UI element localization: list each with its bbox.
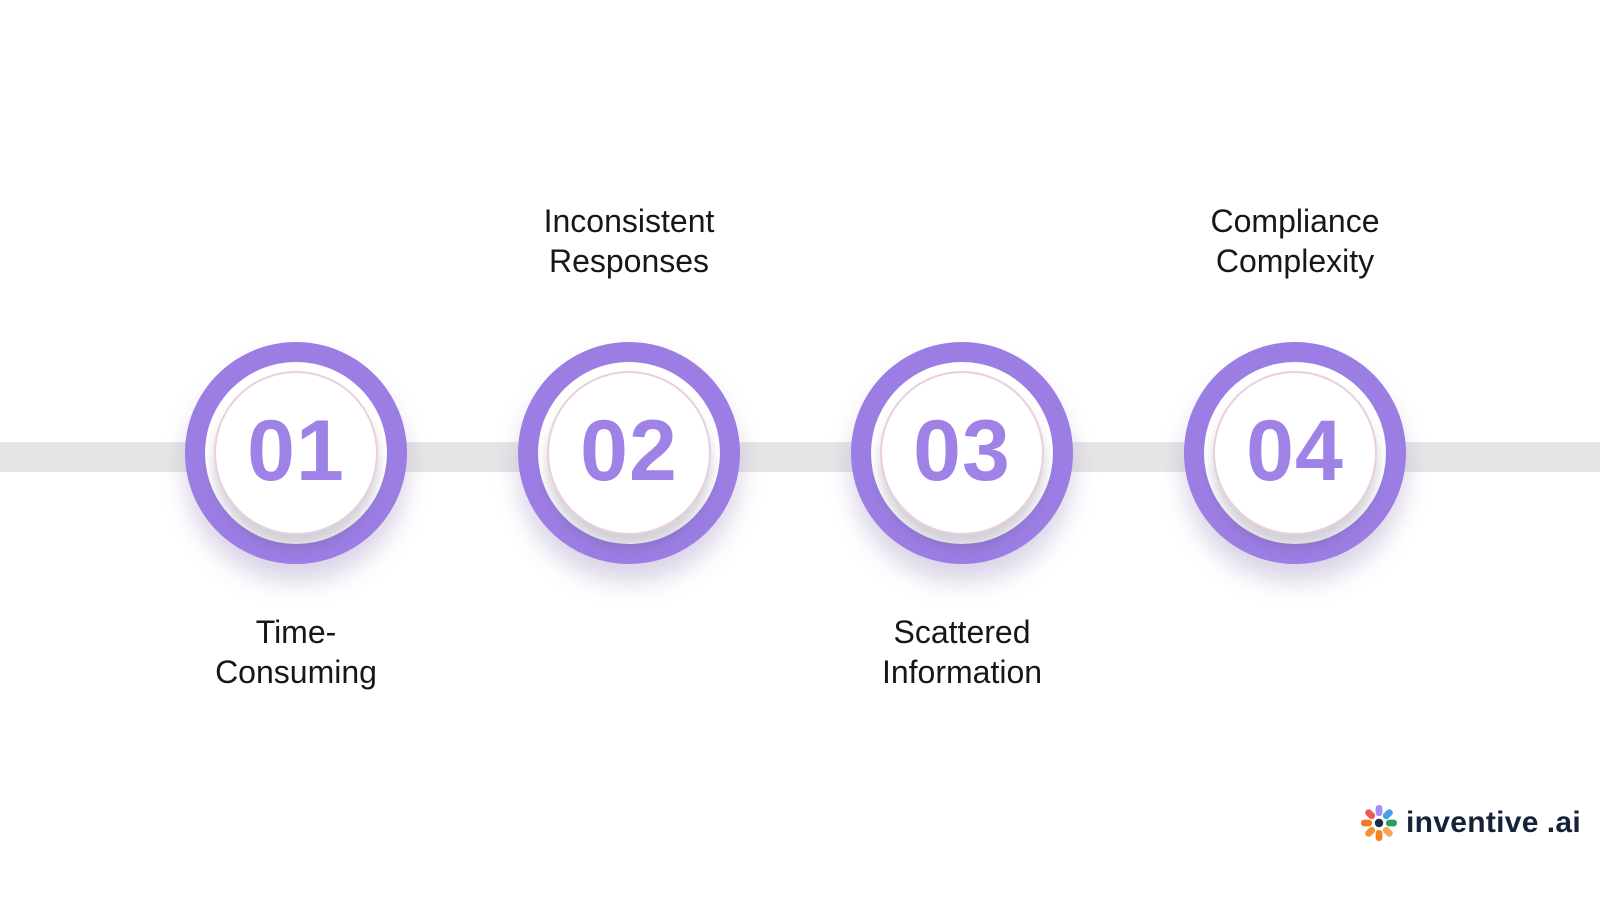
timeline-item-2: Inconsistent Responses 02 xyxy=(459,0,799,900)
step-circle-inner: 04 xyxy=(1213,371,1377,535)
inventive-ai-logo: inventive .ai xyxy=(1358,802,1581,844)
step-circle-4: 04 xyxy=(1184,342,1406,564)
step-label: Compliance Complexity xyxy=(1210,203,1380,279)
logo-text-main: inventive xyxy=(1406,806,1539,839)
step-circle-3: 03 xyxy=(851,342,1073,564)
step-label: Time- Consuming xyxy=(215,614,377,690)
step-number: 01 xyxy=(247,403,345,499)
step-circle-2: 02 xyxy=(518,342,740,564)
timeline-item-1: 01 Time- Consuming xyxy=(126,0,466,900)
timeline-item-3: 03 Scattered Information xyxy=(792,0,1132,900)
logo-burst-icon xyxy=(1361,805,1397,841)
step-label: Scattered Information xyxy=(881,614,1043,690)
step-circle-1: 01 xyxy=(185,342,407,564)
step-number: 03 xyxy=(913,403,1011,499)
step-circle-inner: 02 xyxy=(547,371,711,535)
step-circle-inner: 01 xyxy=(214,371,378,535)
timeline-item-4: Compliance Complexity 04 xyxy=(1125,0,1465,900)
logo-text-suffix: .ai xyxy=(1546,806,1582,839)
step-number: 04 xyxy=(1246,403,1344,499)
step-number: 02 xyxy=(580,403,678,499)
logo-text: inventive .ai xyxy=(1406,806,1581,840)
step-label: Inconsistent Responses xyxy=(543,203,715,279)
step-circle-inner: 03 xyxy=(880,371,1044,535)
